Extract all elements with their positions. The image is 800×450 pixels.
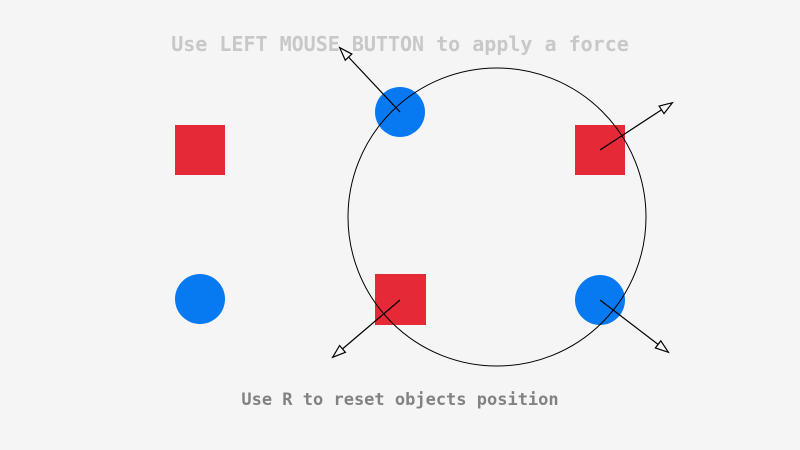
- boundary-circle: [347, 67, 647, 367]
- instruction-apply-force: Use LEFT MOUSE BUTTON to apply a force: [171, 32, 629, 56]
- force-arrow-up-right: [599, 101, 674, 151]
- force-arrow-up-left: [338, 46, 401, 113]
- force-arrow-down-right: [599, 299, 670, 354]
- force-arrow-down-left: [331, 299, 401, 359]
- red-square-center[interactable]: [375, 274, 426, 325]
- red-square-left[interactable]: [175, 125, 225, 175]
- blue-circle-left[interactable]: [175, 274, 225, 324]
- instruction-reset: Use R to reset objects position: [241, 390, 559, 410]
